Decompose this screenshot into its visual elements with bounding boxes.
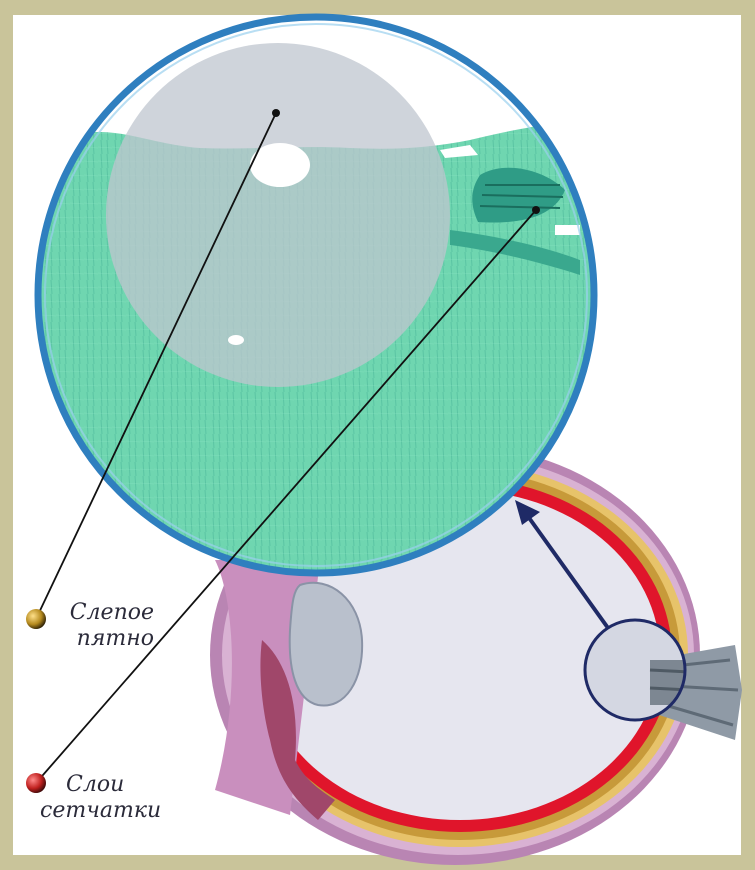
blind-spot-marker (26, 609, 46, 629)
retina-layers-pointer-dot (532, 206, 540, 214)
blind-spot-label-line-1: Слепое (52, 600, 154, 626)
blind-spot-disc (106, 43, 450, 387)
retina-layers-label-line-1: Слои (40, 772, 152, 798)
retina-layers-label: Слои сетчатки (40, 772, 152, 824)
blind-spot-pointer-dot (272, 109, 280, 117)
blind-spot-label-line-2: пятно (52, 626, 154, 652)
blind-spot-label: Слепое пятно (52, 600, 154, 652)
retina-layers-label-line-2: сетчатки (40, 798, 152, 824)
